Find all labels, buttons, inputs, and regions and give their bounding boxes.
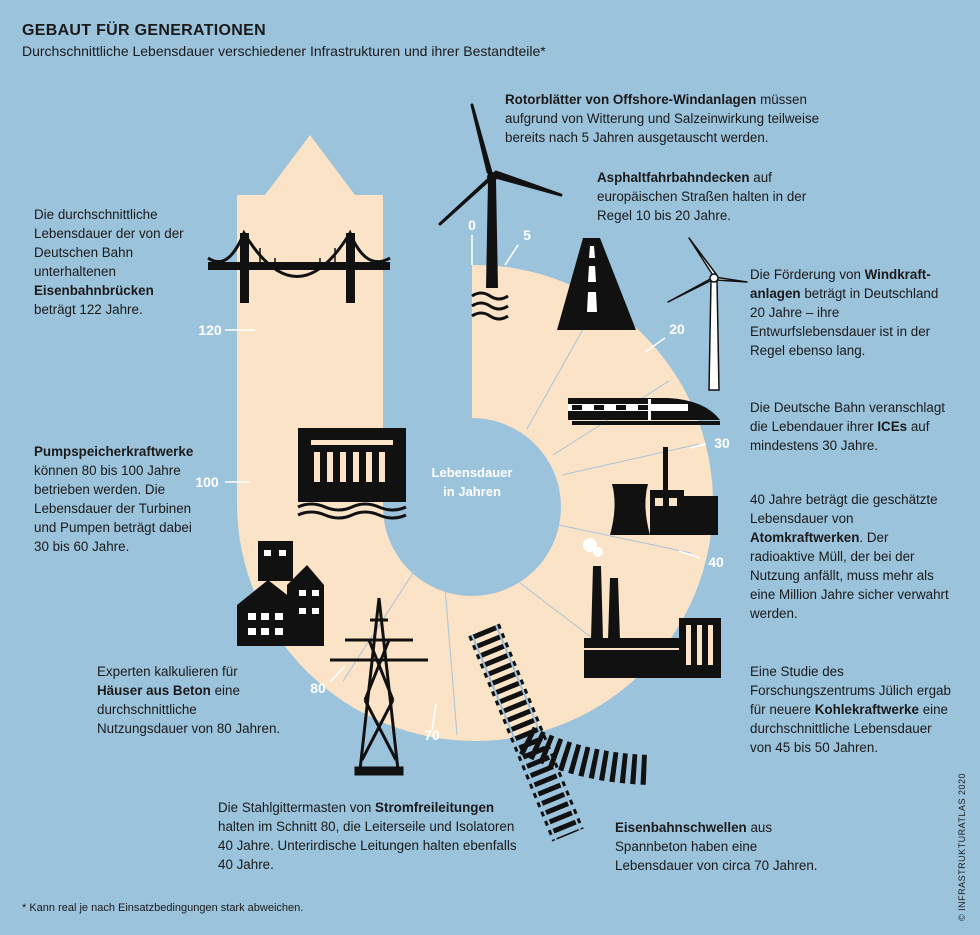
note-strom: Die Stahlgittermasten von Stromfreileitu… <box>218 800 517 872</box>
page-title: GEBAUT FÜR GENERATIONEN <box>22 22 266 39</box>
coal-plant-icon <box>583 538 721 678</box>
tick-100: 100 <box>195 474 219 490</box>
tick-120: 120 <box>198 322 222 338</box>
copyright: © INFRASTRUKTURATLAS 2020 <box>957 773 967 921</box>
note-atom: 40 Jahre beträgt die geschätzte Lebensda… <box>750 492 949 621</box>
ice-train-icon <box>568 398 720 425</box>
wind-turbine-icon <box>667 237 748 391</box>
note-kohle: Eine Studie des Forschungszentrums Jülic… <box>750 664 951 755</box>
center-label-line2: in Jahren <box>443 484 501 499</box>
tick-30: 30 <box>714 435 730 451</box>
nuclear-plant-icon <box>610 447 718 535</box>
tick-20: 20 <box>669 321 685 337</box>
tick-5: 5 <box>523 227 531 243</box>
railway-sleepers-icon <box>468 623 651 842</box>
pumped-storage-plant-icon <box>297 428 407 520</box>
footnote: * Kann real je nach Einsatzbedingungen s… <box>22 902 304 914</box>
note-haeuser: Experten kalkulieren für Häuser aus Beto… <box>97 664 281 736</box>
power-pylon-icon <box>330 597 428 776</box>
note-ice: Die Deutsche Bahn veranschlagt die Leben… <box>750 400 946 453</box>
note-offshore: Rotorblätter von Offshore-Windanlagen mü… <box>505 92 820 145</box>
note-pump: Pumpspeicherkraftwerke können 80 bis 100… <box>34 444 194 554</box>
concrete-houses-icon <box>237 541 324 646</box>
note-asphalt: Asphaltfahrbahndecken auf europäischen S… <box>597 170 807 223</box>
note-schwellen: Eisenbahnschwellen aus Spannbeton haben … <box>615 820 818 873</box>
center-label-line1: Lebensdauer <box>432 465 513 480</box>
note-wind: Die Förderung von Windkraft-anlagen betr… <box>750 267 939 358</box>
tick-80: 80 <box>310 680 326 696</box>
offshore-wind-turbine-icon <box>438 103 563 321</box>
road-icon <box>557 238 636 330</box>
tick-70: 70 <box>424 727 440 743</box>
railway-bridge-icon <box>207 229 391 303</box>
tick-0: 0 <box>468 217 476 233</box>
tick-40: 40 <box>708 554 724 570</box>
page-subtitle: Durchschnittliche Lebensdauer verschiede… <box>22 43 546 59</box>
note-bruecken: Die durchschnittliche Lebensdauer der vo… <box>34 207 184 317</box>
